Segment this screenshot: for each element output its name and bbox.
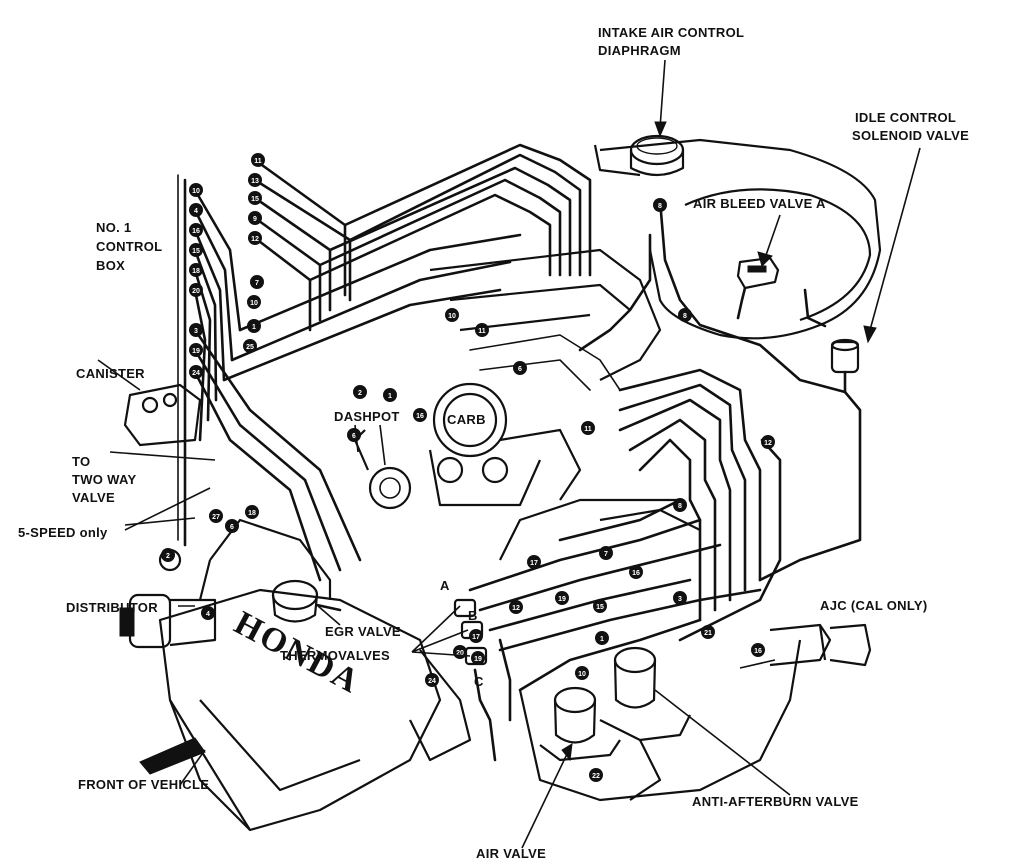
air-bleed-valve-a-label: AIR BLEED VALVE A: [693, 196, 826, 211]
svg-text:2: 2: [358, 390, 362, 397]
svg-text:11: 11: [584, 426, 592, 433]
svg-text:1: 1: [252, 324, 256, 331]
carb-label: CARB: [447, 412, 486, 427]
air-valve: [539, 686, 621, 762]
svg-text:1: 1: [600, 636, 604, 643]
air-cleaner-nipple: [803, 288, 827, 328]
svg-text:19: 19: [474, 656, 482, 663]
dashpot-label: DASHPOT: [334, 409, 400, 424]
anti-afterburn-valve: [599, 646, 691, 801]
callout-labels: INTAKE AIR CONTROL DIAPHRAGM IDLE CONTRO…: [18, 25, 969, 861]
svg-text:25: 25: [246, 344, 254, 351]
front-of-vehicle-label: FRONT OF VEHICLE: [78, 777, 209, 792]
no1-control-box-label-1: NO. 1: [96, 220, 131, 235]
air-valve-label: AIR VALVE: [476, 846, 546, 860]
svg-text:1: 1: [388, 393, 392, 400]
no1-control-box-label-3: BOX: [96, 258, 125, 273]
svg-text:20: 20: [192, 288, 200, 295]
svg-text:15: 15: [596, 604, 604, 611]
svg-text:6: 6: [518, 366, 522, 373]
to-two-way-valve-label-1: TO: [72, 454, 90, 469]
svg-text:18: 18: [192, 268, 200, 275]
svg-text:10: 10: [250, 300, 258, 307]
distributor-label: DISTRIBUTOR: [66, 600, 158, 615]
svg-text:24: 24: [192, 370, 200, 377]
canister: [123, 383, 202, 447]
svg-text:22: 22: [592, 773, 600, 780]
svg-text:10: 10: [448, 313, 456, 320]
svg-text:11: 11: [254, 158, 262, 165]
svg-text:10: 10: [578, 671, 586, 678]
svg-text:12: 12: [512, 605, 520, 612]
svg-text:11: 11: [478, 328, 486, 335]
svg-text:19: 19: [192, 348, 200, 355]
idle-control-solenoid-valve-label-1: IDLE CONTROL: [855, 110, 956, 125]
svg-text:2: 2: [166, 553, 170, 560]
thermovalves-label: THERMOVALVES: [280, 648, 390, 663]
svg-text:12: 12: [764, 440, 772, 447]
svg-text:16: 16: [416, 413, 424, 420]
svg-text:10: 10: [192, 188, 200, 195]
leader-lines: [97, 59, 921, 849]
svg-text:9: 9: [253, 216, 257, 223]
egr-valve-label: EGR VALVE: [325, 624, 401, 639]
svg-text:18: 18: [248, 510, 256, 517]
svg-text:16: 16: [754, 648, 762, 655]
svg-text:27: 27: [212, 514, 220, 521]
ajc-label: AJC (CAL ONLY): [820, 598, 928, 613]
no1-control-box-label-2: CONTROL: [96, 239, 162, 254]
control-box-hose-bundle: [177, 143, 592, 582]
anti-afterburn-valve-label: ANTI-AFTERBURN VALVE: [692, 794, 859, 809]
carburetor: [428, 382, 582, 507]
svg-text:13: 13: [251, 178, 259, 185]
thermovalve-c-label: C: [474, 674, 484, 689]
svg-text:3: 3: [194, 328, 198, 335]
distributor: [119, 548, 217, 649]
svg-text:6: 6: [230, 524, 234, 531]
intake-air-control-diaphragm: [629, 134, 685, 177]
svg-text:20: 20: [456, 650, 464, 657]
svg-text:4: 4: [194, 208, 198, 215]
svg-text:15: 15: [251, 196, 259, 203]
canister-label: CANISTER: [76, 366, 145, 381]
air-bleed-valve-a: [736, 256, 780, 320]
svg-text:7: 7: [255, 280, 259, 287]
svg-text:8: 8: [683, 313, 687, 320]
svg-text:12: 12: [251, 236, 259, 243]
egr-valve: [271, 579, 342, 623]
svg-text:24: 24: [428, 678, 436, 685]
idle-control-solenoid-valve: [830, 338, 860, 394]
svg-text:4: 4: [206, 611, 210, 618]
svg-text:19: 19: [558, 596, 566, 603]
svg-text:3: 3: [678, 596, 682, 603]
thermovalve-a-label: A: [440, 578, 450, 593]
svg-text:16: 16: [632, 570, 640, 577]
idle-control-solenoid-valve-label-2: SOLENOID VALVE: [852, 128, 969, 143]
engine-block-lower: [409, 498, 802, 802]
right-hose-network: [468, 198, 862, 692]
air-cleaner-housing: [593, 138, 882, 340]
intake-air-control-diaphragm-label-2: DIAPHRAGM: [598, 43, 681, 58]
svg-text:7: 7: [604, 551, 608, 558]
to-two-way-valve-label-3: VALVE: [72, 490, 115, 505]
thermovalve-b-label: B: [468, 608, 478, 623]
svg-text:16: 16: [192, 228, 200, 235]
intake-air-control-diaphragm-label-1: INTAKE AIR CONTROL: [598, 25, 744, 40]
hose-number-tags: 11 13 15 9 12 10 4 16 15 18 20 3 19 24 7…: [161, 153, 775, 782]
svg-text:21: 21: [704, 630, 712, 637]
svg-text:17: 17: [472, 634, 480, 641]
svg-text:17: 17: [530, 560, 538, 567]
five-speed-only-label: 5-SPEED only: [18, 525, 108, 540]
ajc-unit: [769, 623, 872, 667]
svg-text:6: 6: [352, 433, 356, 440]
to-two-way-valve-label-2: TWO WAY: [72, 472, 136, 487]
svg-text:15: 15: [192, 248, 200, 255]
svg-text:8: 8: [658, 203, 662, 210]
svg-text:8: 8: [678, 503, 682, 510]
